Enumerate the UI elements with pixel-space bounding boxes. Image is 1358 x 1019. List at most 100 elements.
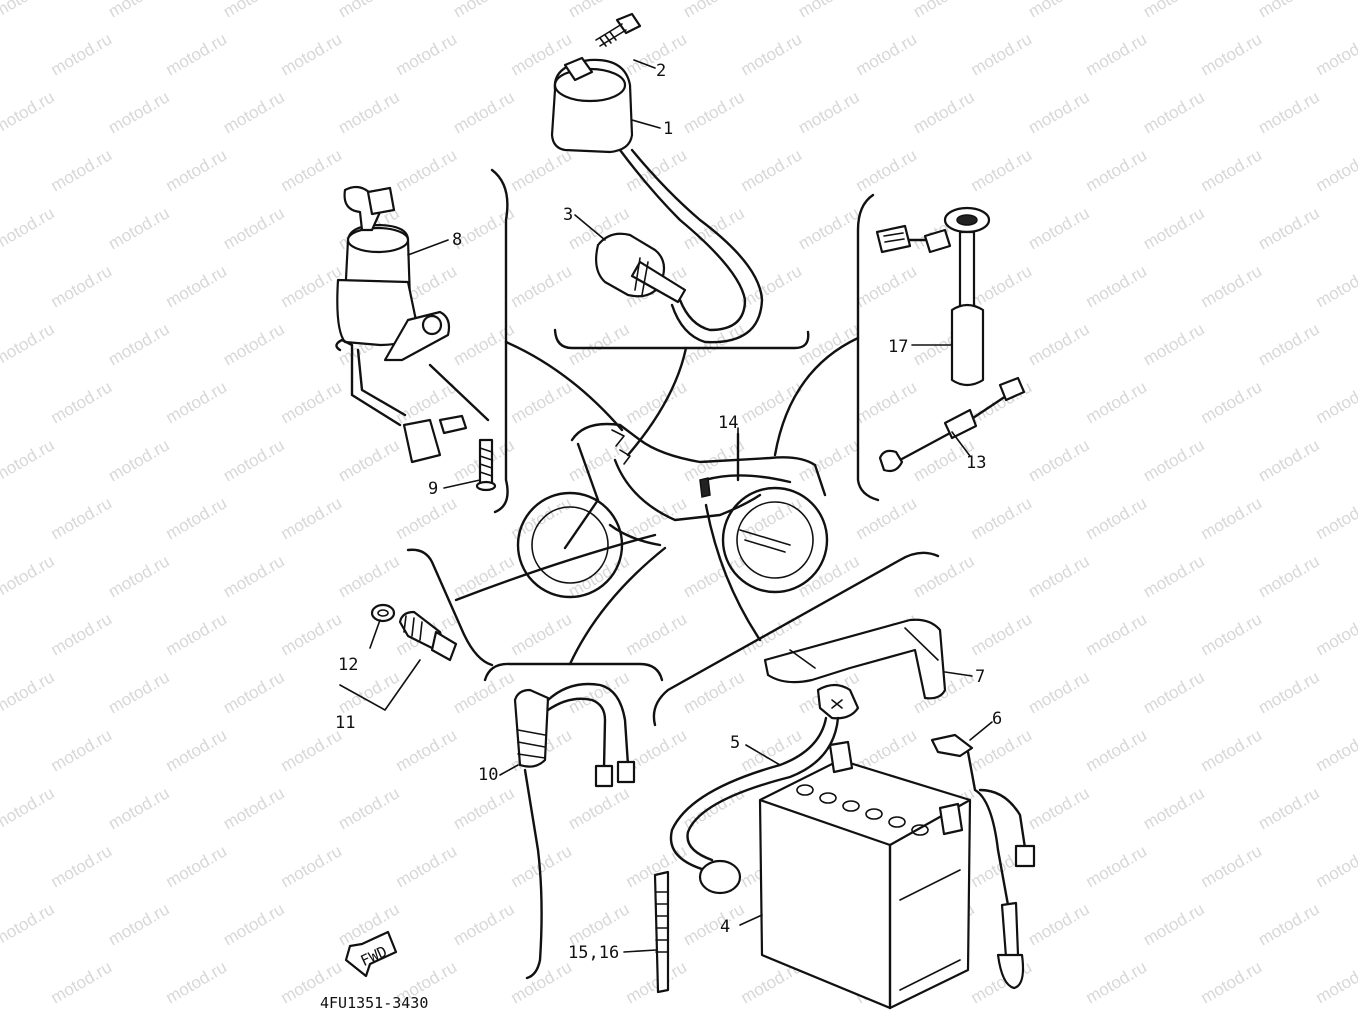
watermark-text: motod.ru	[1198, 29, 1266, 79]
watermark-text: motod.ru	[220, 319, 288, 369]
watermark-text: motod.ru	[48, 261, 116, 311]
watermark-text: motod.ru	[220, 551, 288, 601]
watermark-text: motod.ru	[1313, 841, 1358, 891]
watermark-text: motod.ru	[450, 87, 518, 137]
watermark-text: motod.ru	[738, 493, 806, 543]
watermark-text: motod.ru	[910, 551, 978, 601]
watermark-text: motod.ru	[0, 667, 58, 717]
watermark-text: motod.ru	[0, 1015, 58, 1019]
watermark-text: motod.ru	[1083, 493, 1151, 543]
watermark-text: motod.ru	[1140, 1015, 1208, 1019]
watermark-text: motod.ru	[1140, 667, 1208, 717]
locator-arrows	[454, 336, 860, 666]
watermark-text: motod.ru	[450, 783, 518, 833]
watermark-text: motod.ru	[393, 725, 461, 775]
watermark-text: motod.ru	[335, 783, 403, 833]
watermark-text: motod.ru	[278, 29, 346, 79]
watermark-text: motod.ru	[680, 667, 748, 717]
starter-relay-icon	[335, 185, 490, 464]
battery-icon	[758, 740, 972, 1010]
spark-plug-cap-icon	[595, 232, 687, 304]
watermark-text: motod.ru	[450, 551, 518, 601]
watermark-text: motod.ru	[853, 377, 921, 427]
screw-icon	[475, 438, 497, 492]
callout-labels: 2 1 3 8 17 14 13 9 12 7 11 6 5 10 4 15,1…	[335, 61, 1002, 963]
watermark-text: motod.ru	[508, 261, 576, 311]
callout-17: 17	[888, 337, 908, 357]
watermark-text: motod.ru	[393, 145, 461, 195]
watermark-text: motod.ru	[508, 377, 576, 427]
watermark-text: motod.ru	[1313, 261, 1358, 311]
watermark-text: motod.ru	[1140, 551, 1208, 601]
watermark-text: motod.ru	[1313, 609, 1358, 659]
watermark-text: motod.ru	[220, 0, 288, 21]
watermark-text: motod.ru	[105, 203, 173, 253]
watermark-text: motod.ru	[0, 203, 58, 253]
watermark-text: motod.ru	[105, 551, 173, 601]
watermark-text: motod.ru	[1140, 435, 1208, 485]
watermark-text: motod.ru	[1140, 899, 1208, 949]
watermark-text: motod.ru	[795, 87, 863, 137]
watermark-text: motod.ru	[220, 87, 288, 137]
watermark-text: motod.ru	[680, 0, 748, 21]
callout-13: 13	[966, 453, 986, 473]
callout-3: 3	[563, 205, 573, 225]
callout-14: 14	[718, 413, 738, 433]
watermark-text: motod.ru	[1025, 667, 1093, 717]
watermark-text: motod.ru	[1255, 435, 1323, 485]
watermark-text: motod.ru	[910, 0, 978, 21]
watermark-text: motod.ru	[48, 957, 116, 1007]
callout-5: 5	[730, 733, 740, 753]
watermark-text: motod.ru	[48, 377, 116, 427]
watermark-text: motod.ru	[450, 899, 518, 949]
watermark-text: motod.ru	[508, 145, 576, 195]
watermark-text: motod.ru	[48, 841, 116, 891]
watermark-text: motod.ru	[1140, 0, 1208, 21]
watermark-text: motod.ru	[393, 841, 461, 891]
watermark-text: motod.ru	[450, 0, 518, 21]
watermark-text: motod.ru	[105, 435, 173, 485]
watermark-text: motod.ru	[220, 899, 288, 949]
callout-2: 2	[656, 61, 666, 81]
watermark-text: motod.ru	[163, 957, 231, 1007]
watermark-text: motod.ru	[910, 1015, 978, 1019]
watermark-text: motod.ru	[393, 493, 461, 543]
watermark-text: motod.ru	[565, 899, 633, 949]
watermark-text: motod.ru	[1140, 783, 1208, 833]
watermark-text: motod.ru	[105, 319, 173, 369]
watermark-text: motod.ru	[1083, 609, 1151, 659]
watermark-text: motod.ru	[623, 377, 691, 427]
watermark-text: motod.ru	[1025, 319, 1093, 369]
watermark-text: motod.ru	[1025, 435, 1093, 485]
watermark-text: motod.ru	[680, 319, 748, 369]
watermark-text: motod.ru	[278, 145, 346, 195]
watermark-text: motod.ru	[450, 1015, 518, 1019]
callout-4: 4	[720, 917, 730, 937]
watermark-text: motod.ru	[163, 493, 231, 543]
watermark-text: motod.ru	[795, 0, 863, 21]
watermark-text: motod.ru	[0, 783, 58, 833]
watermark-text: motod.ru	[220, 667, 288, 717]
watermark-text: motod.ru	[105, 667, 173, 717]
watermark-text: motod.ru	[105, 1015, 173, 1019]
watermark-text: motod.ru	[1313, 493, 1358, 543]
watermark-text: motod.ru	[1313, 725, 1358, 775]
watermark-text: motod.ru	[0, 87, 58, 137]
ground-lead-icon	[930, 733, 1036, 990]
watermark-text: motod.ru	[163, 609, 231, 659]
bolt-icon	[595, 12, 642, 47]
callout-7: 7	[975, 667, 985, 687]
watermark-text: motod.ru	[1025, 899, 1093, 949]
callout-1: 1	[663, 119, 673, 139]
watermark-text: motod.ru	[1025, 783, 1093, 833]
watermark-text: motod.ru	[565, 783, 633, 833]
watermark-text: motod.ru	[1198, 145, 1266, 195]
watermark-text: motod.ru	[0, 899, 58, 949]
watermark-text: motod.ru	[565, 319, 633, 369]
watermark-text: motod.ru	[1140, 203, 1208, 253]
battery-cable-icon	[669, 683, 860, 895]
watermark-text: motod.ru	[163, 29, 231, 79]
watermark-text: motod.ru	[1025, 87, 1093, 137]
